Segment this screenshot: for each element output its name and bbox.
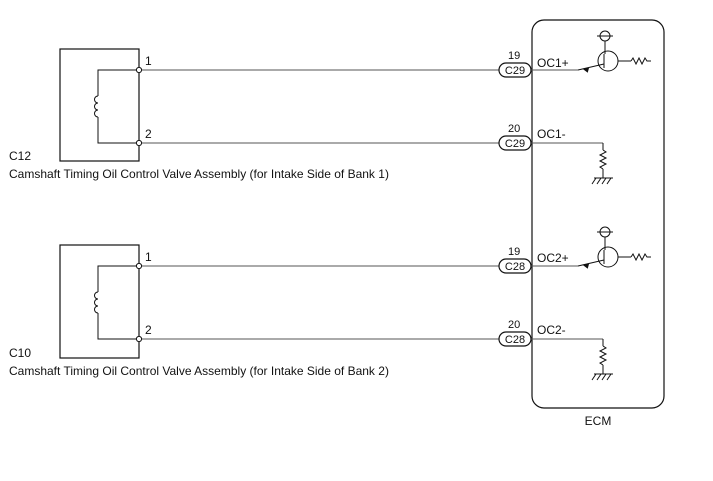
terminal-signal: OC1- — [537, 127, 566, 141]
pin-1-c10-label: 1 — [145, 250, 152, 264]
ground-resistor-1-icon — [591, 143, 613, 185]
terminal-signal: OC2- — [537, 323, 566, 337]
terminal-oc2-plus: 19 C28 OC2+ — [498, 246, 578, 274]
solenoid-wiring-c10 — [97, 265, 139, 340]
component-code-c12: C12 — [9, 149, 31, 163]
terminal-pin-number: 19 — [508, 246, 520, 258]
component-code-c10: C10 — [9, 346, 31, 360]
terminal-oc2-minus: 20 C28 OC2- — [498, 319, 603, 347]
terminal-pin-number: 20 — [508, 123, 520, 135]
connector-code: C28 — [505, 261, 525, 273]
connector-code: C29 — [505, 138, 525, 150]
ground-resistor-2-icon — [591, 339, 613, 381]
connector-code: C29 — [505, 65, 525, 77]
driver-transistor-1-icon — [577, 30, 651, 73]
driver-transistor-2-icon — [577, 226, 651, 269]
pin-1-c10-terminal — [135, 262, 143, 270]
valve-box-c12 — [59, 48, 140, 162]
pin-1-c12-terminal — [135, 66, 143, 74]
terminal-oc1-plus: 19 C29 OC1+ — [498, 50, 578, 78]
solenoid-coil-c12-icon — [94, 95, 99, 118]
ecm-box — [531, 19, 665, 409]
component-c10: 1 2 C10 Camshaft Timing Oil Control Valv… — [9, 244, 389, 378]
pin-2-c12-terminal — [135, 139, 143, 147]
terminal-pin-number: 19 — [508, 50, 520, 62]
pin-1-c12-label: 1 — [145, 54, 152, 68]
terminal-signal: OC1+ — [537, 56, 569, 70]
solenoid-wiring-c12 — [97, 69, 139, 144]
terminal-pin-number: 20 — [508, 319, 520, 331]
solenoid-coil-c10-icon — [94, 291, 99, 314]
pin-2-c10-label: 2 — [145, 323, 152, 337]
terminal-oc1-minus: 20 C29 OC1- — [498, 123, 603, 151]
ecm-label: ECM — [585, 414, 612, 428]
pin-2-c10-terminal — [135, 335, 143, 343]
component-name-c10: Camshaft Timing Oil Control Valve Assemb… — [9, 364, 389, 378]
component-name-c12: Camshaft Timing Oil Control Valve Assemb… — [9, 167, 389, 181]
connector-code: C28 — [505, 334, 525, 346]
terminal-signal: OC2+ — [537, 251, 569, 265]
component-c12: 1 2 C12 Camshaft Timing Oil Control Valv… — [9, 48, 389, 181]
pin-2-c12-label: 2 — [145, 127, 152, 141]
valve-box-c10 — [59, 244, 140, 359]
